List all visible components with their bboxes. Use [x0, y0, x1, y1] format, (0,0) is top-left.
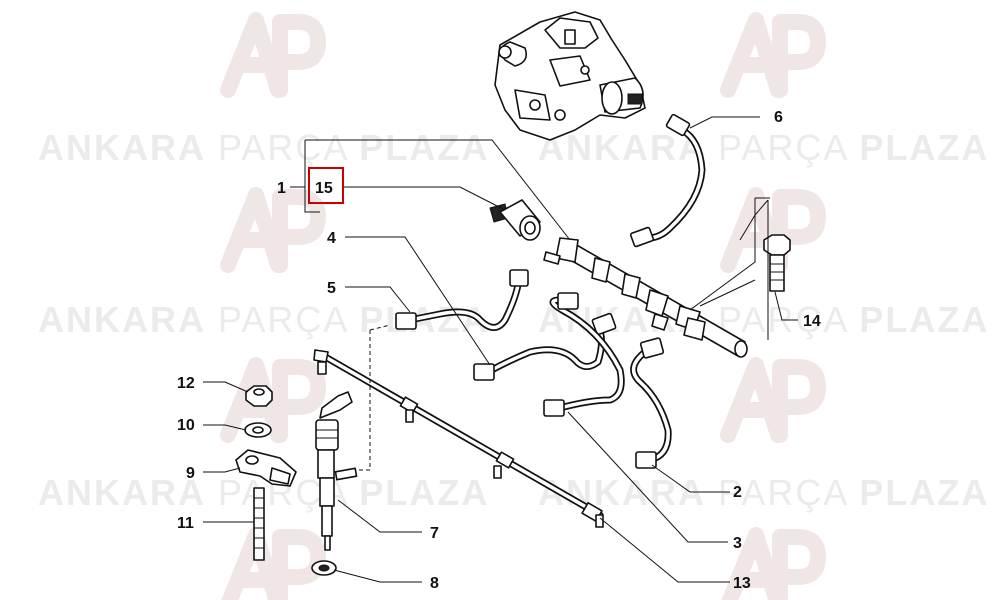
watermark-logo [720, 357, 826, 443]
callout-11[interactable]: 11 [177, 515, 194, 532]
callout-10[interactable]: 10 [177, 417, 195, 434]
callout-4[interactable]: 4 [327, 230, 336, 247]
fuel-rail [543, 237, 748, 358]
watermark-logo [720, 12, 826, 98]
injector [315, 391, 358, 551]
watermark-logo [220, 12, 326, 98]
watermark-text: ANKARA PARÇA PLAZA [38, 127, 489, 168]
callout-1[interactable]: 1 [277, 180, 286, 197]
callout-15[interactable]: 15 [315, 180, 333, 197]
callout-9[interactable]: 9 [186, 465, 195, 482]
callout-3[interactable]: 3 [733, 535, 742, 552]
rail-pressure-sensor [489, 199, 541, 241]
callout-12[interactable]: 12 [177, 375, 195, 392]
watermark-text: ANKARA PARÇA PLAZA [538, 472, 989, 513]
watermark-text: ANKARA PARÇA PLAZA [538, 127, 989, 168]
pipe-2 [630, 337, 672, 469]
callout-14[interactable]: 14 [803, 313, 821, 330]
watermark-logo [721, 527, 826, 600]
stud-11 [253, 487, 265, 561]
pipe-4 [473, 312, 617, 381]
callout-5[interactable]: 5 [327, 280, 336, 297]
watermark-logo [220, 187, 326, 273]
callout-6[interactable]: 6 [774, 109, 783, 126]
callout-2[interactable]: 2 [733, 484, 742, 501]
watermark-logo [220, 357, 326, 443]
callout-numbers: 1 2 3 4 5 6 7 8 9 10 11 12 13 14 15 [177, 109, 821, 592]
watermark-logo-group [220, 12, 826, 600]
return-line [313, 349, 604, 528]
leader-lines [203, 116, 798, 583]
callout-13[interactable]: 13 [733, 575, 751, 592]
watermark-text-group: ANKARA PARÇA PLAZA ANKARA PARÇA PLAZA AN… [38, 127, 989, 513]
watermark-text: ANKARA PARÇA PLAZA [38, 299, 489, 340]
pipe-5 [395, 269, 529, 331]
callout-7[interactable]: 7 [430, 525, 439, 542]
watermark-logo [221, 527, 326, 600]
clamp-bracket-9 [235, 449, 297, 487]
callout-15-highlight-box [308, 167, 344, 204]
nut-12 [245, 385, 273, 407]
watermark-text: ANKARA PARÇA PLAZA [538, 299, 989, 340]
callout-8[interactable]: 8 [430, 575, 439, 592]
bolt-14 [763, 234, 791, 292]
copper-washer-8 [311, 560, 337, 576]
pipe-6 [629, 113, 706, 248]
high-pressure-pump [494, 11, 646, 141]
washer-10 [244, 422, 272, 438]
pipe-3 [543, 292, 625, 417]
